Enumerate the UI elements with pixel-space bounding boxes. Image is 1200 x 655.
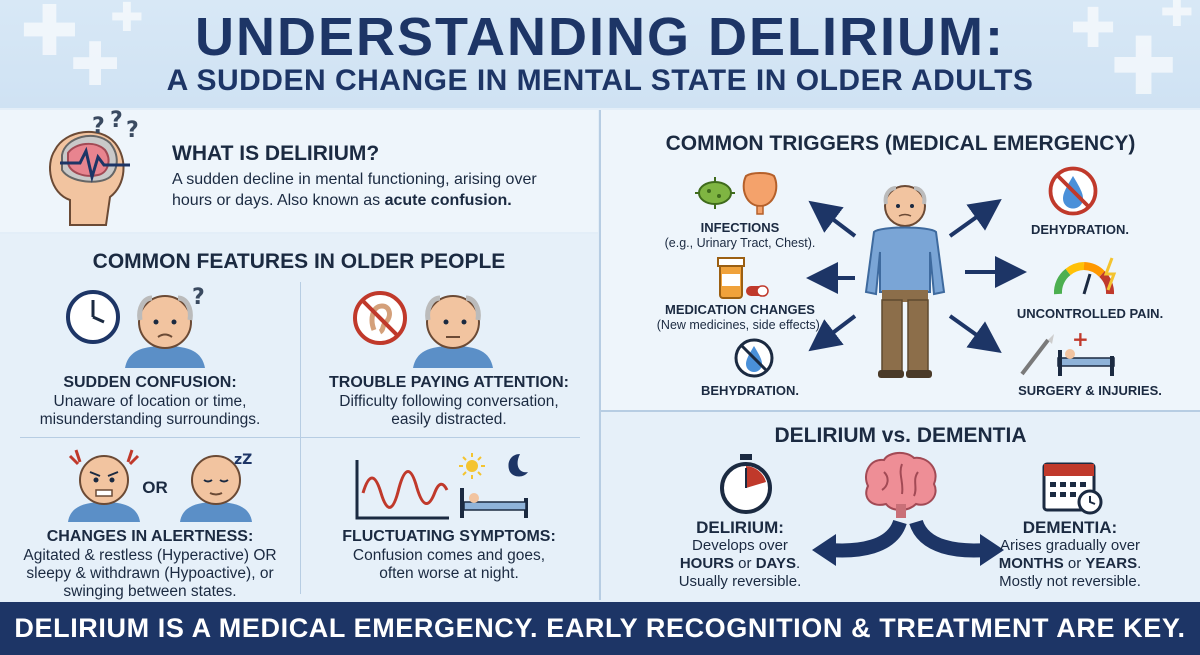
header-banner: ✚ ✚ ✚ ✚ ✚ ✚ UNDERSTANDING DELIRIUM: A SU…	[0, 0, 1200, 108]
svg-text:?: ?	[110, 108, 123, 133]
what-is-line2: hours or days. Also known as acute confu…	[172, 191, 512, 211]
no-water-drop-icon	[734, 338, 774, 378]
alertness-line3: swinging between states.	[63, 583, 237, 600]
page-title: UNDERSTANDING DELIRIUM:	[195, 7, 1005, 67]
sudden-confusion-title: SUDDEN CONFUSION:	[63, 374, 237, 391]
trouble-attention-line2: easily distracted.	[391, 411, 507, 428]
footer-banner: DELIRIUM IS A MEDICAL EMERGENCY. EARLY R…	[0, 602, 1200, 655]
medication-title: MEDICATION CHANGES	[665, 302, 815, 317]
confused-elder-face-icon: ?	[125, 285, 205, 368]
sun-icon	[459, 453, 485, 479]
fluctuating-line2: often worse at night.	[379, 565, 519, 582]
dementia-or: or	[1063, 555, 1086, 572]
alertness-line1: Agitated & restless (Hyperactive) OR	[23, 547, 277, 564]
moon-icon	[508, 454, 528, 477]
fluctuating-wave-chart-icon	[355, 460, 449, 520]
medical-cross-icon: ✚	[20, 0, 79, 72]
delirium-line3: Usually reversible.	[678, 573, 802, 590]
center-vertical-divider	[599, 110, 601, 600]
surgery-scalpel-bed-icon: +	[1020, 327, 1115, 376]
distracted-elder-face-icon	[413, 295, 493, 368]
medical-cross-icon: ✚	[110, 0, 144, 41]
surgery-title: SURGERY & INJURIES.	[1018, 383, 1162, 398]
dementia-line2: MONTHS or YEARS.	[980, 554, 1160, 574]
bladder-icon	[742, 172, 778, 215]
dementia-line1: Arises gradually over	[999, 537, 1141, 554]
infections-title: INFECTIONS	[700, 220, 780, 235]
no-listening-ear-icon	[353, 291, 407, 345]
bed-icon	[460, 488, 528, 518]
infections-sub: (e.g., Urinary Tract, Chest).	[664, 236, 816, 250]
medical-cross-icon: ✚	[1110, 20, 1178, 108]
svg-text:+: +	[1072, 327, 1089, 351]
delirium-title: DELIRIUM:	[696, 518, 784, 537]
delirium-line2: HOURS or DAYS.	[650, 554, 830, 574]
svg-text:zZ: zZ	[234, 452, 252, 468]
calendar-icon	[1042, 462, 1103, 515]
delirium-or: or	[734, 555, 756, 572]
svg-text:?: ?	[192, 285, 205, 310]
medical-cross-icon: ✚	[1160, 0, 1194, 36]
svg-text:?: ?	[92, 114, 105, 139]
split-arrows	[812, 519, 1004, 566]
what-is-line1: A sudden decline in mental functioning, …	[172, 171, 537, 188]
pain-gauge-icon	[1053, 257, 1117, 295]
clock-icon	[66, 290, 120, 344]
features-vertical-divider	[300, 282, 301, 594]
no-water-drop-icon	[1048, 166, 1098, 216]
sleepy-elder-face-icon: zZ	[180, 452, 252, 522]
medical-cross-icon: ✚	[70, 30, 121, 100]
behydration-title: BEHYDRATION.	[701, 383, 799, 398]
svg-text:?: ?	[126, 118, 139, 143]
head-brain-icon: ? ? ?	[49, 108, 139, 226]
dementia-years: YEARS	[1085, 555, 1138, 572]
comparison-heading: DELIRIUM vs. DEMENTIA	[774, 424, 1027, 447]
medication-sub: (New medicines, side effects).	[656, 318, 824, 332]
germ-icon	[695, 177, 735, 209]
delirium-days: DAYS	[755, 555, 796, 572]
sudden-confusion-line2: misunderstanding surroundings.	[39, 411, 261, 428]
delirium-hours: HOURS	[679, 555, 734, 572]
dementia-title: DEMENTIA:	[1022, 518, 1118, 537]
page-subtitle: A SUDDEN CHANGE IN MENTAL STATE IN OLDER…	[166, 64, 1034, 97]
agitated-elder-face-icon	[68, 449, 140, 522]
stopwatch-icon	[720, 454, 772, 514]
alertness-line2: sleepy & withdrawn (Hypoactive), or	[26, 565, 274, 582]
dehydration-title: DEHYDRATION.	[1031, 222, 1129, 237]
right-horizontal-divider	[601, 410, 1200, 412]
brain-icon	[865, 452, 937, 518]
what-is-heading: WHAT IS DELIRIUM?	[172, 142, 380, 165]
trouble-attention-line1: Difficulty following conversation,	[339, 393, 559, 410]
medication-bottle-icon	[717, 257, 769, 299]
alertness-title: CHANGES IN ALERTNESS:	[46, 528, 254, 545]
trouble-attention-title: TROUBLE PAYING ATTENTION:	[329, 374, 569, 391]
fluctuating-title: FLUCTUATING SYMPTOMS:	[342, 528, 556, 545]
dementia-period: .	[1137, 555, 1142, 572]
dementia-line3: Mostly not reversible.	[999, 573, 1141, 590]
delirium-period: .	[796, 555, 801, 572]
features-heading: COMMON FEATURES IN OLDER PEOPLE	[92, 250, 506, 273]
dementia-months: MONTHS	[998, 555, 1064, 572]
what-is-line2-bold: acute confusion.	[384, 192, 512, 209]
what-is-line2-prefix: hours or days. Also known as	[172, 192, 385, 209]
medical-cross-icon: ✚	[1070, 0, 1117, 60]
elderly-man-figure	[864, 185, 946, 378]
pain-title: UNCONTROLLED PAIN.	[1016, 306, 1164, 321]
delirium-line1: Develops over	[692, 537, 788, 554]
fluctuating-line1: Confusion comes and goes,	[352, 547, 546, 564]
trigger-arrows	[806, 199, 1027, 353]
sudden-confusion-line1: Unaware of location or time,	[53, 393, 247, 410]
alertness-or-label: OR	[142, 478, 168, 497]
features-horizontal-divider	[20, 437, 580, 438]
triggers-heading: COMMON TRIGGERS (MEDICAL EMERGENCY)	[665, 132, 1136, 155]
